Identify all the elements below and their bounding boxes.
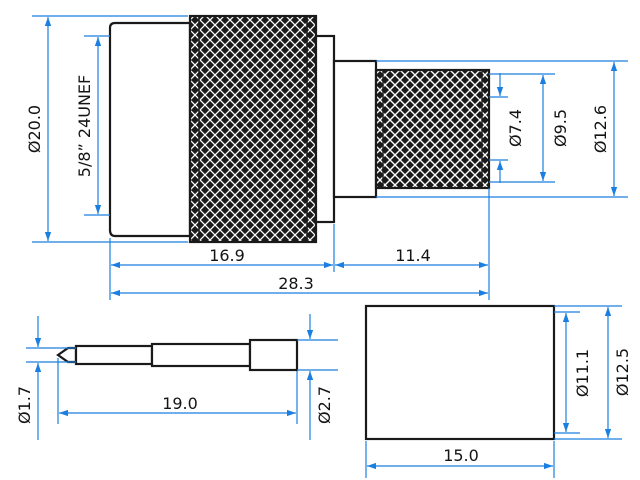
label-ferrule-knurl: Ø7.4	[506, 109, 525, 147]
label-body-diameter: Ø20.0	[25, 105, 44, 153]
dim-crimp	[365, 305, 622, 478]
label-ferrule-outer: Ø12.6	[591, 105, 610, 153]
knurled-ferrule	[374, 68, 491, 190]
label-crimp-length: 15.0	[443, 446, 479, 465]
label-length-total: 28.3	[278, 274, 314, 293]
label-thread-spec: 5/8” 24UNEF	[75, 75, 94, 177]
dim-thread	[84, 35, 110, 216]
rear-body	[332, 59, 378, 199]
front-sleeve	[108, 21, 192, 238]
label-length-front: 16.9	[209, 246, 245, 265]
rear-shoulder	[314, 34, 336, 224]
connector-body	[108, 14, 491, 244]
dim-ferrule-outer	[376, 60, 628, 198]
label-ferrule-inner: Ø9.5	[551, 109, 570, 147]
label-pin-tip-diameter: Ø1.7	[15, 386, 34, 424]
dim-ferrule-knurl	[489, 73, 508, 183]
label-pin-length: 19.0	[162, 394, 198, 413]
label-length-rear: 11.4	[395, 246, 431, 265]
dim-lengths	[109, 188, 490, 300]
label-crimp-inner: Ø11.1	[573, 349, 592, 397]
crimp-sleeve	[364, 304, 556, 441]
knurled-nut	[188, 14, 318, 244]
pin-sleeve	[248, 338, 299, 372]
label-pin-sleeve-diameter: Ø2.7	[315, 386, 334, 424]
dim-pin	[26, 314, 338, 440]
center-pin	[56, 338, 299, 372]
label-crimp-outer: Ø12.5	[613, 348, 632, 396]
dim-ferrule-inner	[489, 73, 555, 183]
pin-tip	[56, 346, 78, 364]
